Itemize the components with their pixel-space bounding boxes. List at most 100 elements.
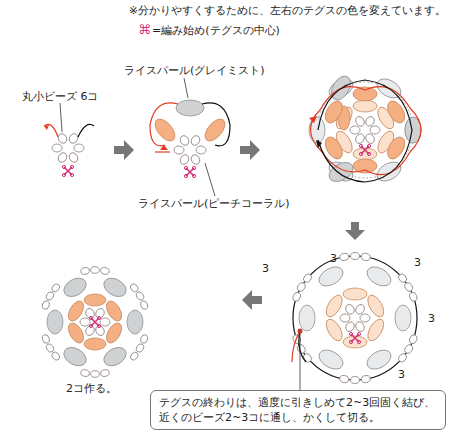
seed-bead <box>91 267 100 274</box>
rice-pearl-gray <box>395 305 411 331</box>
seed-bead <box>41 334 50 344</box>
thread-line <box>155 151 170 152</box>
seed-bead <box>91 371 100 378</box>
rice-pearl-gray <box>101 274 130 300</box>
rice-pearl-peach <box>343 288 367 300</box>
thread-line <box>202 103 230 146</box>
callout-box: テグスの終わりは、適度に引きしめて2~3回固く結び、近くのビーズ2~3コに通し、… <box>150 390 446 430</box>
seed-bead <box>354 320 366 333</box>
seed-bead <box>135 343 145 354</box>
note-label: 2コ作る。 <box>66 382 117 395</box>
seed-bead <box>403 343 414 354</box>
start-mark <box>192 166 195 169</box>
seed-bead <box>94 307 106 320</box>
start-mark <box>97 316 100 319</box>
thread-arrow <box>44 125 49 130</box>
seed-bead <box>94 324 106 337</box>
seed-bead <box>140 300 149 310</box>
rice-pearl-peach <box>151 116 178 145</box>
thread-line <box>150 103 178 146</box>
leader-line <box>60 103 62 132</box>
note-label: ※分かりやすくするために、左右のテグスの色を変えています。 <box>129 4 446 17</box>
seed-bead <box>350 126 360 134</box>
seed-bead <box>100 369 110 377</box>
seed-bead <box>190 153 202 166</box>
seed-bead <box>100 267 110 275</box>
seed-bead <box>41 300 50 310</box>
seed-bead <box>408 291 418 302</box>
count-number: 3 <box>262 262 269 275</box>
seed-bead <box>408 334 418 345</box>
seed-bead <box>129 282 140 293</box>
seed-bead <box>196 146 206 154</box>
rice-pearl-peach <box>384 134 408 162</box>
step-arrow <box>114 140 134 160</box>
seed-bead <box>80 369 90 377</box>
note-label: =編み始め(テグスの中心) <box>152 24 280 37</box>
note-label: 丸小ビーズ 6コ <box>22 90 99 103</box>
start-mark <box>359 144 362 147</box>
seed-bead <box>360 314 370 322</box>
seed-bead <box>68 151 80 164</box>
seed-bead <box>364 132 376 145</box>
rice-pearl-peach <box>65 320 86 345</box>
rice-pearl-gray <box>299 305 315 331</box>
start-mark <box>62 165 65 168</box>
seed-bead <box>140 334 149 344</box>
seed-bead <box>339 253 349 261</box>
seed-bead <box>179 153 191 166</box>
start-mark <box>357 340 360 343</box>
step-arrow <box>345 222 365 240</box>
rice-pearl-peach <box>84 338 106 350</box>
start-mark <box>357 332 360 335</box>
thread-arrow <box>309 116 317 123</box>
thread-arrow <box>316 140 322 148</box>
rice-pearl-peach <box>353 87 377 101</box>
seed-bead <box>100 318 110 326</box>
rice-pearl-peach <box>323 293 345 320</box>
seed-bead <box>80 267 90 275</box>
seed-bead <box>340 314 350 322</box>
count-number: 3 <box>414 256 421 269</box>
seed-bead <box>50 282 61 293</box>
rice-pearl-peach <box>323 317 345 344</box>
step-arrow <box>242 290 262 310</box>
seed-bead <box>135 291 145 302</box>
rice-pearl-peach <box>353 159 377 173</box>
seed-bead <box>45 291 55 302</box>
seed-bead <box>68 132 80 145</box>
rice-pearl-gray <box>127 310 143 334</box>
thread-line <box>310 87 421 175</box>
rice-pearl-peach <box>353 100 377 112</box>
start-symbol: ⌘ <box>138 23 151 36</box>
start-mark <box>62 173 65 176</box>
rice-pearl-gray <box>309 117 325 143</box>
note-label: ライスパール(ピーチコーラル) <box>138 197 290 210</box>
count-number: 3 <box>330 252 337 265</box>
seed-bead <box>302 272 313 283</box>
seed-bead <box>190 134 202 147</box>
note-label: ライスパール(グレイミスト) <box>124 64 265 77</box>
rice-pearl-peach <box>84 294 106 306</box>
seed-bead <box>45 343 55 354</box>
rice-pearl-peach <box>103 298 124 323</box>
rice-pearl-peach <box>103 320 124 345</box>
seed-bead <box>57 132 69 145</box>
seed-bead <box>364 115 376 128</box>
seed-bead <box>84 307 96 320</box>
thread-line <box>44 124 58 137</box>
thread-arrow <box>160 145 168 150</box>
start-mark <box>367 152 370 155</box>
start-mark <box>89 324 92 327</box>
thread-line <box>78 124 94 137</box>
seed-bead <box>361 253 371 261</box>
seed-bead <box>296 281 307 292</box>
rice-pearl-peach <box>384 98 408 126</box>
seed-bead <box>50 351 61 362</box>
seed-bead <box>57 151 69 164</box>
count-number: 3 <box>428 312 435 325</box>
rice-pearl-gray <box>47 310 63 334</box>
seed-bead <box>179 134 191 147</box>
thread-line <box>293 256 417 380</box>
thread-line <box>318 80 412 182</box>
